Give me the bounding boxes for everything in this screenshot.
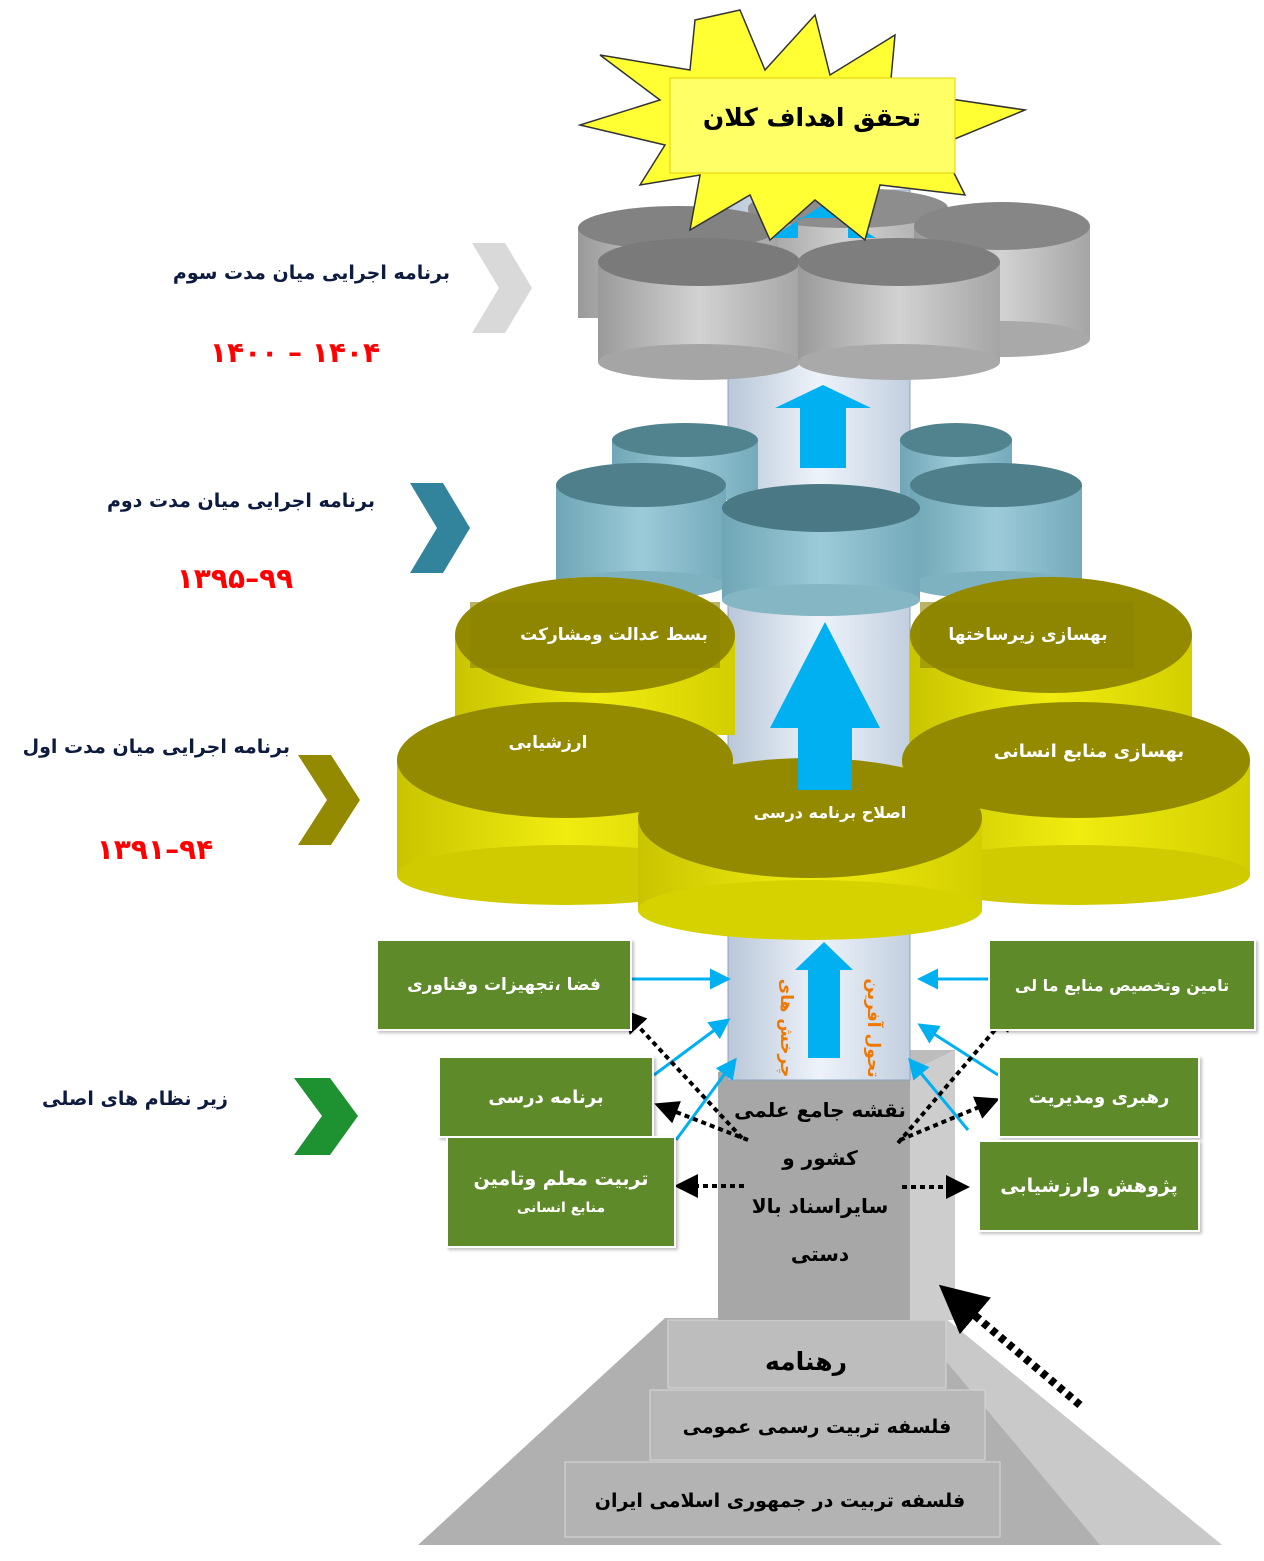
subsystem-leadership-text: رهبری ومدیریت <box>1028 1086 1170 1108</box>
cylinder-human-resources: بهسازی منابع انسانی <box>994 741 1184 762</box>
foundation-arrow <box>938 1284 1083 1409</box>
pillar-text-1: چرخش های <box>776 979 796 1078</box>
up-arrows <box>770 205 880 1058</box>
base-line-4: دستی <box>791 1242 849 1266</box>
subsystem-curriculum: برنامه درسی <box>438 1056 654 1138</box>
chevron-third <box>472 243 532 333</box>
subsystems-label: زیر نظام های اصلی <box>41 1088 228 1110</box>
cylinder-justice: بسط عدالت ومشارکت <box>520 625 708 645</box>
subsystem-teacher-text-2: منابع انسانی <box>516 1200 606 1216</box>
subsystem-leadership: رهبری ومدیریت <box>998 1056 1200 1138</box>
second-phase-cylinders <box>556 423 1082 616</box>
subsystem-curriculum-text: برنامه درسی <box>488 1086 604 1108</box>
phase-second-label: برنامه اجرایی میان مدت دوم <box>106 490 375 512</box>
phase-third-label: برنامه اجرایی میان مدت سوم <box>172 262 450 284</box>
subsystem-finance: تامین وتخصیص منابع ما لی <box>988 939 1256 1031</box>
chevron-first <box>298 755 360 845</box>
pillar-text-2: تحول آفرین <box>863 978 885 1077</box>
phase-third-years: ۱۴۰۰ – ۱۴۰۴ <box>209 336 381 369</box>
base-line-3: سایراسناد بالا <box>752 1194 888 1218</box>
philosophy-general-block <box>649 1389 986 1461</box>
cylinder-evaluation: ارزشیابی <box>508 733 587 753</box>
subsystem-research-text: پژوهش وارزشیابی <box>1000 1175 1178 1197</box>
philosophy-iran-label: فلسفه تربیت در جمهوری اسلامی ایران <box>595 1490 966 1512</box>
subsystem-facilities-text: فضا ،تجهیزات وفناوری <box>407 975 601 995</box>
phase-first-label: برنامه اجرایی میان مدت اول <box>22 736 290 758</box>
guide-label: رهنامه <box>765 1347 847 1376</box>
subsystem-facilities: فضا ،تجهیزات وفناوری <box>376 939 632 1031</box>
dotted-connectors <box>622 1006 1015 1199</box>
subsystem-teacher-training: تربیت معلم وتامین منابع انسانی <box>446 1136 676 1248</box>
philosophy-general-label: فلسفه تربیت رسمی عمومی <box>683 1416 952 1438</box>
subsystem-research: پژوهش وارزشیابی <box>978 1140 1200 1232</box>
goal-title: تحقق اهداف کلان <box>703 103 921 133</box>
phase-second-years: ۱۳۹۵–۹۹ <box>176 562 294 595</box>
first-phase-cylinders <box>397 577 1250 940</box>
philosophy-iran-block <box>564 1461 1001 1538</box>
base-line-1: نقشه جامع علمی <box>734 1098 906 1122</box>
base-line-2: کشور و <box>781 1146 858 1170</box>
cylinder-curriculum-reform: اصلاح برنامه درسی <box>754 803 907 822</box>
subsystem-teacher-text-1: تربیت معلم وتامین <box>473 1168 649 1190</box>
guide-block <box>667 1319 947 1389</box>
goal-box <box>669 77 956 174</box>
base-column <box>718 1072 910 1320</box>
subsystem-finance-text: تامین وتخصیص منابع ما لی <box>1014 975 1230 995</box>
chevron-subsystems <box>294 1078 358 1155</box>
phase-first-years: ۱۳۹۱–۹۴ <box>96 833 214 866</box>
cylinder-infrastructure: بهسازی زیرساختها <box>948 625 1107 645</box>
chevron-second <box>410 483 470 573</box>
